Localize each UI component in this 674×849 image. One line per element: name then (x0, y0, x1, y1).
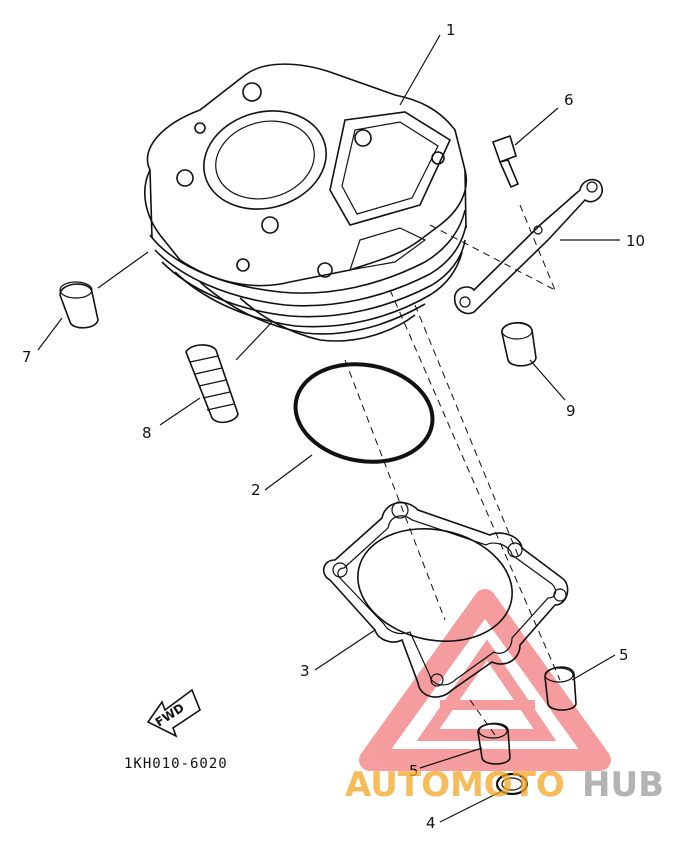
o-ring (293, 362, 435, 464)
dowel-pin-lower-center (477, 722, 511, 765)
callout-7: 7 (22, 348, 32, 366)
dowel-pin-lower-right (544, 666, 577, 711)
stud-bolt (185, 344, 239, 424)
callout-2: 2 (251, 481, 261, 499)
leader-lines (37, 34, 620, 823)
callout-6: 6 (564, 91, 574, 109)
base-gasket (322, 501, 569, 698)
watermark-brand: AUTOMOTO (345, 765, 565, 805)
dowel-pin-left (59, 281, 99, 329)
diagram-code: 1KH010-6020 (124, 756, 228, 772)
callout-8: 8 (142, 424, 152, 442)
callout-5-right: 5 (619, 646, 629, 664)
fwd-label: FWD (153, 701, 187, 730)
bracket (453, 178, 603, 315)
cylinder-body (144, 63, 467, 342)
bolt (491, 134, 520, 189)
callout-9: 9 (566, 402, 576, 420)
forward-arrow-icon: FWD (146, 688, 201, 738)
callout-4: 4 (426, 814, 436, 832)
watermark-suffix: HUB (582, 765, 664, 805)
callout-1: 1 (446, 21, 456, 39)
watermark-logo (359, 589, 611, 771)
callout-3: 3 (300, 662, 310, 680)
alignment-lines (344, 204, 561, 736)
dowel-pin-right (501, 321, 537, 367)
callout-10: 10 (626, 232, 645, 250)
small-o-ring (495, 772, 529, 796)
callout-5-center: 5 (409, 762, 419, 780)
watermark-text: AUTOMOTO HUB (345, 765, 664, 805)
